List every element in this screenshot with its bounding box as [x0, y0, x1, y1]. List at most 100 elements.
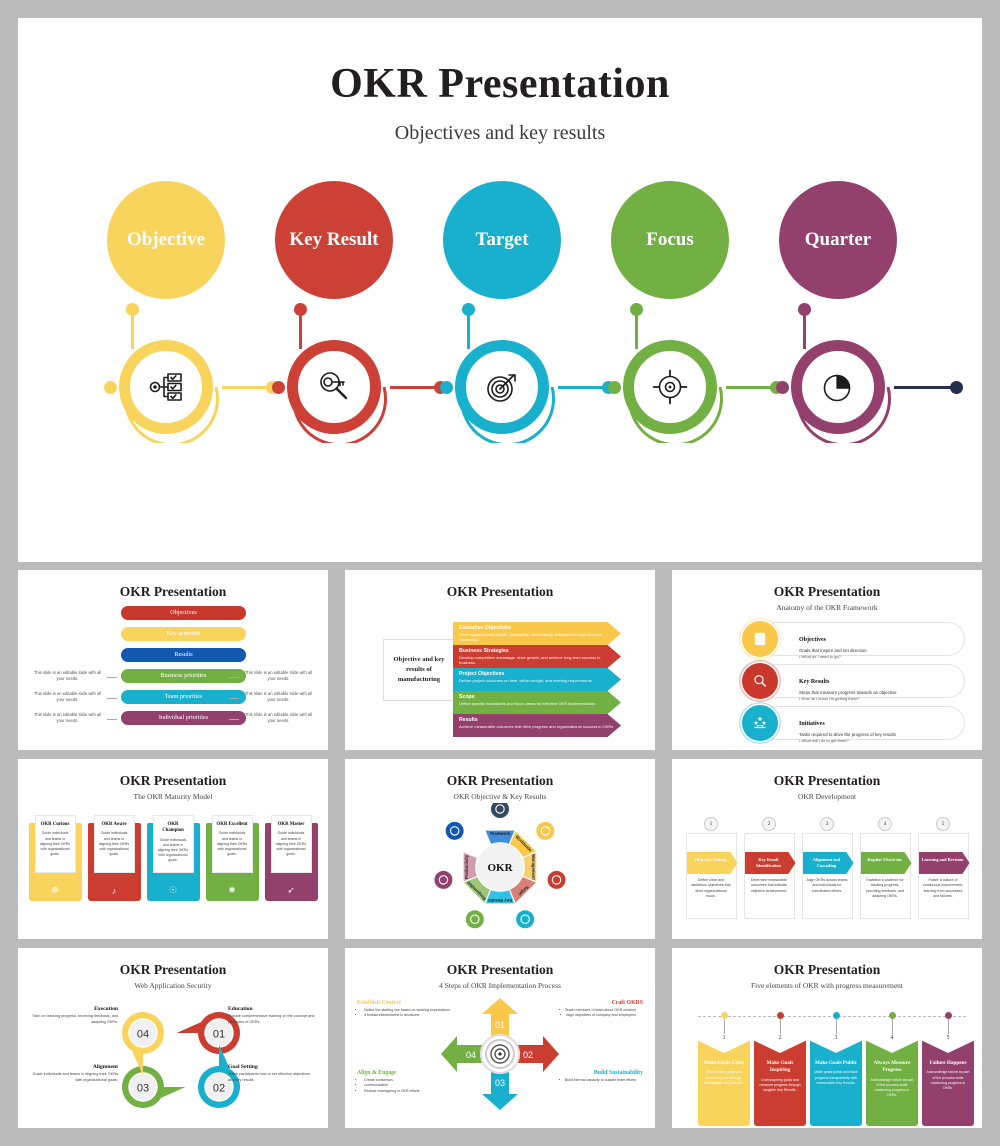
- element-desc: Acknowledge failure as part of the proce…: [870, 1077, 914, 1098]
- anatomy-label: Objectives: [799, 637, 826, 643]
- element-desc: Make goals public and track progress tra…: [814, 1070, 858, 1085]
- thumbnail-maturity-model[interactable]: OKR Presentation The OKR Maturity Model …: [18, 759, 328, 939]
- connector-dot-top: [630, 303, 643, 316]
- timeline-dashed-line: [698, 1016, 966, 1017]
- okr-bubble-focus[interactable]: Focus: [611, 181, 729, 299]
- page-title: OKR Presentation: [330, 61, 670, 107]
- quadrant-bullets: Teach members of team about OKR creation…: [545, 1008, 643, 1019]
- teamwork-icon: [742, 705, 778, 741]
- connector-dot-top: [294, 303, 307, 316]
- dartboard-arrow-icon: [477, 362, 527, 412]
- okr-node-focus[interactable]: [614, 331, 726, 447]
- main-slide[interactable]: OKR Presentation Objectives and key resu…: [18, 18, 982, 562]
- bubble-row: Objective Key Result Target Focus Quarter: [18, 181, 982, 306]
- thumb-title: OKR Presentation: [773, 962, 881, 977]
- bubble-label: Focus: [646, 228, 694, 250]
- connector-dot-top: [462, 303, 475, 316]
- anatomy-label: Key Results: [799, 679, 830, 685]
- thumb-title: OKR Presentation: [119, 584, 227, 599]
- thumbnail-implementation-steps[interactable]: OKR Presentation 4 Steps of OKR Implemen…: [345, 948, 655, 1128]
- thumbnail-web-app-security[interactable]: OKR Presentation Web Application Securit…: [18, 948, 328, 1128]
- step-number: 2: [762, 817, 776, 831]
- priority-bar[interactable]: Individual priorities: [121, 711, 246, 725]
- okr-bubble-target[interactable]: Target: [443, 181, 561, 299]
- okr-node-objective[interactable]: [110, 331, 222, 447]
- anatomy-question: • What will I do to get there?: [799, 737, 849, 743]
- okr-bubble-key-result[interactable]: Key Result: [275, 181, 393, 299]
- thumb-title: OKR Presentation: [773, 584, 881, 599]
- pin-desc: Guide individuals and teams in aligning …: [32, 1072, 118, 1082]
- pin-desc: Provide comprehensive training on the co…: [228, 1014, 315, 1024]
- svg-text:03: 03: [495, 1078, 505, 1088]
- anatomy-label: Initiatives: [799, 721, 825, 727]
- step-desc: Align OKRs across teams and individuals …: [806, 878, 848, 893]
- band-label: Scope: [459, 694, 475, 700]
- element-number: 5: [946, 1035, 950, 1041]
- maturity-label: OKR Curious: [40, 822, 70, 827]
- okr-bubble-quarter[interactable]: Quarter: [779, 181, 897, 299]
- maturity-label: OKR Champion: [162, 822, 184, 834]
- priority-bar[interactable]: Results: [121, 648, 246, 662]
- thumbnail-five-elements[interactable]: OKR Presentation Five elements of OKR wi…: [672, 948, 982, 1128]
- priority-bar[interactable]: Objectives: [121, 606, 246, 620]
- quadrant-bullets: Define the starting line based on workin…: [357, 1008, 455, 1019]
- element-dot: [889, 1012, 896, 1019]
- connector-dot-left: [272, 381, 285, 394]
- step-desc: Define clear and ambitious objectives th…: [691, 878, 731, 899]
- note-dash: [107, 698, 117, 699]
- thumbnail-okr-anatomy[interactable]: OKR Presentation Anatomy of the OKR Fram…: [672, 570, 982, 750]
- quadrant-text: Align & EngageCreate consensuscommunicat…: [357, 1070, 455, 1094]
- thumbnail-manufacturing-okr[interactable]: OKR Presentation Objective and key resul…: [345, 570, 655, 750]
- okr-node-target[interactable]: [446, 331, 558, 447]
- thumb-title: OKR Presentation: [446, 584, 554, 599]
- priority-bar[interactable]: Key activities: [121, 627, 246, 641]
- step-label: Regular Check-ins: [860, 852, 912, 874]
- priority-bar[interactable]: Business priorities: [121, 669, 246, 683]
- element-desc: Acknowledge failure as part of the proce…: [926, 1070, 970, 1091]
- vertical-connector: [131, 311, 134, 349]
- okr-bubble-objective[interactable]: Objective: [107, 181, 225, 299]
- quadrant-label: Establish Context: [357, 1000, 401, 1006]
- okr-node-key-result[interactable]: [278, 331, 390, 447]
- thumbnail-okr-wheel[interactable]: OKR Presentation OKR Objective & Key Res…: [345, 759, 655, 939]
- horizontal-connector: [390, 386, 440, 389]
- priority-bar[interactable]: Team priorities: [121, 690, 246, 704]
- okr-node-quarter[interactable]: [782, 331, 894, 447]
- step-number: 4: [878, 817, 892, 831]
- band-desc: Define specific boundaries and focus are…: [459, 701, 597, 706]
- step-label: Learning and Revision: [918, 852, 970, 874]
- note-dash: [107, 719, 117, 720]
